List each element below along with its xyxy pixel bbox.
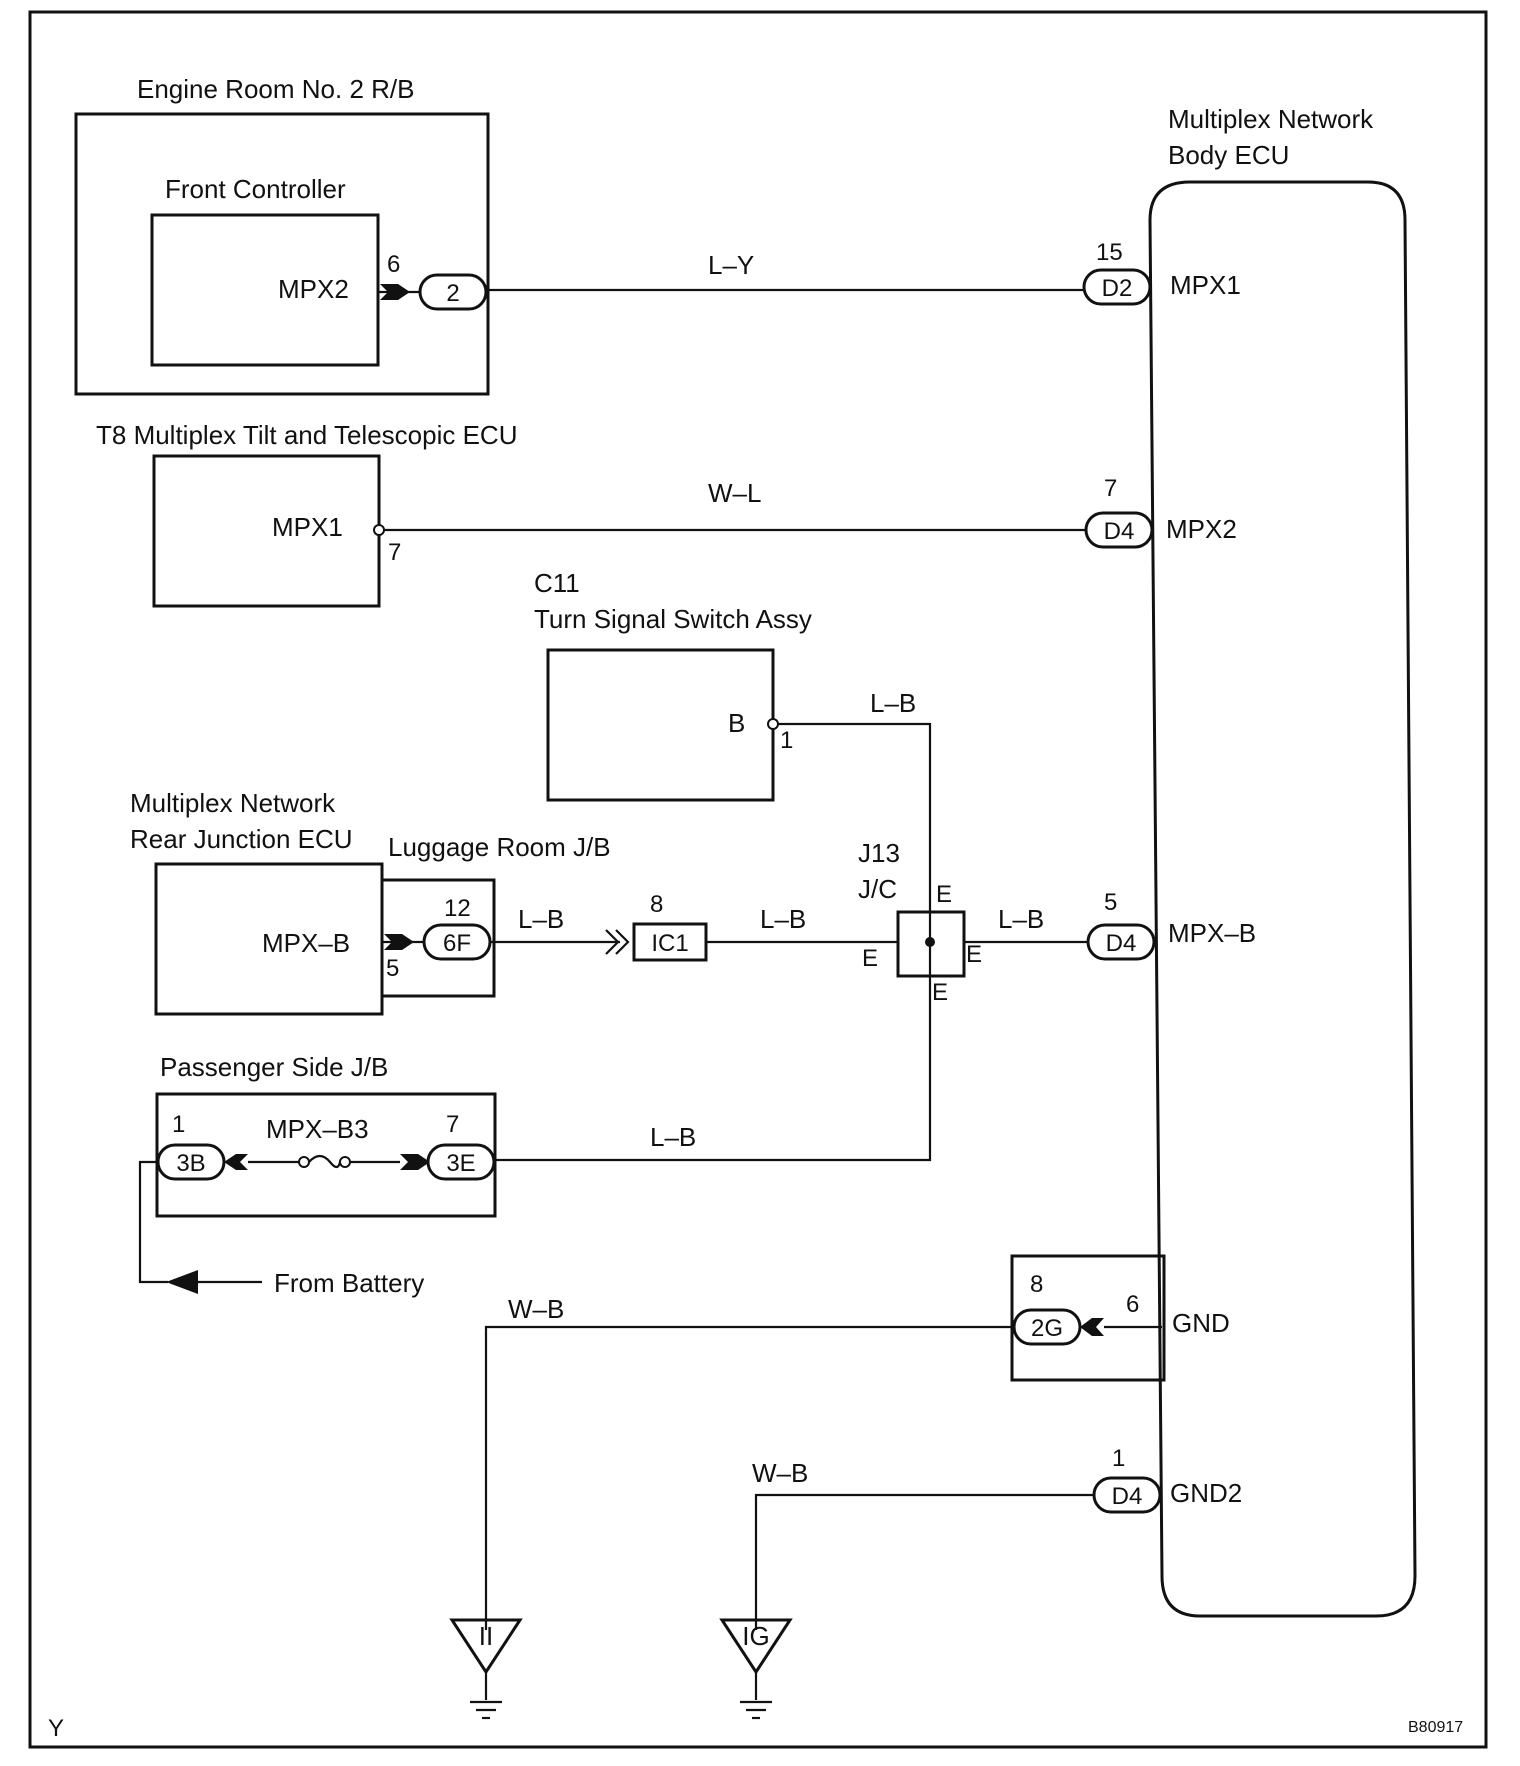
wire-color-luggage-out: L–B xyxy=(518,904,564,934)
rear-ecu-label-2: Rear Junction ECU xyxy=(130,824,353,854)
connector-fc-label: 2 xyxy=(446,280,459,307)
gnd-jb-box xyxy=(1010,1254,1166,1382)
turn-switch-label: Turn Signal Switch Assy xyxy=(534,604,812,634)
connector-3b-label: 3B xyxy=(176,1150,205,1177)
pin-d2: 15 xyxy=(1096,239,1123,266)
fuse-label: MPX–B3 xyxy=(266,1114,369,1144)
passenger-jb-label: Passenger Side J/B xyxy=(160,1052,388,1082)
connector-3e xyxy=(426,1143,496,1181)
engine-room-rb-label: Engine Room No. 2 R/B xyxy=(137,74,414,104)
pin-fc: 6 xyxy=(387,251,400,278)
rear-ecu-terminal: MPX–B xyxy=(262,928,350,958)
connector-fc xyxy=(418,273,488,311)
pin-3b: 1 xyxy=(172,1111,185,1138)
luggage-jb-box xyxy=(380,878,496,998)
wire-color-ic1-out: L–B xyxy=(760,904,806,934)
fuse-icon xyxy=(298,1154,351,1169)
pin-d4b: 5 xyxy=(1104,889,1117,916)
connector-ic1-label: IC1 xyxy=(651,930,688,957)
tilt-ecu-label: T8 Multiplex Tilt and Telescopic ECU xyxy=(96,420,517,450)
pin-3e: 7 xyxy=(446,1111,459,1138)
pin-6f-top: 12 xyxy=(444,895,471,922)
wire-color-turn-switch: L–B xyxy=(870,688,916,718)
luggage-jb-label: Luggage Room J/B xyxy=(388,832,611,862)
tilt-ecu-terminal: MPX1 xyxy=(272,512,343,542)
rear-ecu-label-1: Multiplex Network xyxy=(130,788,336,818)
connector-d2-label: D2 xyxy=(1102,275,1133,302)
jc-terminal-top: E xyxy=(936,881,952,908)
battery-arrow-icon xyxy=(166,1270,198,1294)
wire-color-mpx1: L–Y xyxy=(708,250,754,280)
ground-ig-icon xyxy=(719,1618,793,1720)
terminal-gnd2: GND2 xyxy=(1170,1478,1242,1508)
passenger-jb-box xyxy=(155,1092,497,1218)
wire-color-gnd2: W–B xyxy=(752,1458,808,1488)
connector-6f-label: 6F xyxy=(443,930,471,957)
pin-d4a: 7 xyxy=(1104,475,1117,502)
terminal-mpx-b: MPX–B xyxy=(1168,918,1256,948)
footer-code: B80917 xyxy=(1408,1719,1463,1736)
terminal-gnd: GND xyxy=(1172,1308,1230,1338)
pin-2g-right: 6 xyxy=(1126,1291,1139,1318)
wire-color-gnd: W–B xyxy=(508,1294,564,1324)
diagram-frame xyxy=(28,10,1488,1749)
jc-terminal-right: E xyxy=(966,941,982,968)
connector-d4a xyxy=(1084,511,1154,549)
terminal-mpx1: MPX1 xyxy=(1170,270,1241,300)
connector-d4b-label: D4 xyxy=(1106,930,1137,957)
connector-3e-label: 3E xyxy=(446,1150,475,1177)
junction-code: J13 xyxy=(858,838,900,868)
front-controller-terminal: MPX2 xyxy=(278,274,349,304)
body-ecu-label-2: Body ECU xyxy=(1168,140,1289,170)
from-battery-label: From Battery xyxy=(274,1268,424,1298)
ground-ii-icon xyxy=(449,1618,523,1720)
pin-d4c: 1 xyxy=(1112,1445,1125,1472)
wire-color-passenger: L–B xyxy=(650,1122,696,1152)
front-controller-box xyxy=(150,213,380,367)
wire-color-mpx2: W–L xyxy=(708,478,761,508)
wire-color-jc-out: L–B xyxy=(998,904,1044,934)
tilt-ecu-box xyxy=(152,454,381,608)
front-controller-label: Front Controller xyxy=(165,174,346,204)
jc-terminal-left: E xyxy=(862,945,878,972)
pin-tilt: 7 xyxy=(388,539,401,566)
pin-ic1: 8 xyxy=(650,891,663,918)
body-ecu-box xyxy=(1148,180,1417,1618)
connector-d4c-label: D4 xyxy=(1112,1483,1143,1510)
engine-room-rb-box xyxy=(74,112,490,396)
turn-switch-terminal: B xyxy=(728,708,745,738)
connector-2g-label: 2G xyxy=(1031,1315,1063,1342)
pin-2g-left: 8 xyxy=(1030,1271,1043,1298)
connector-d4a-label: D4 xyxy=(1104,518,1135,545)
connector-d4b xyxy=(1086,923,1156,961)
ground-ii-label: II xyxy=(479,1621,493,1651)
junction-type: J/C xyxy=(858,874,897,904)
body-ecu-label-1: Multiplex Network xyxy=(1168,104,1374,134)
pin-6f-bottom: 5 xyxy=(386,955,399,982)
terminal-mpx2: MPX2 xyxy=(1166,514,1237,544)
ground-ig-label: IG xyxy=(742,1621,769,1651)
jc-terminal-bottom: E xyxy=(932,979,948,1006)
pin-turn: 1 xyxy=(780,727,793,754)
footer-left: Y xyxy=(48,1715,64,1742)
turn-switch-code: C11 xyxy=(534,568,580,598)
